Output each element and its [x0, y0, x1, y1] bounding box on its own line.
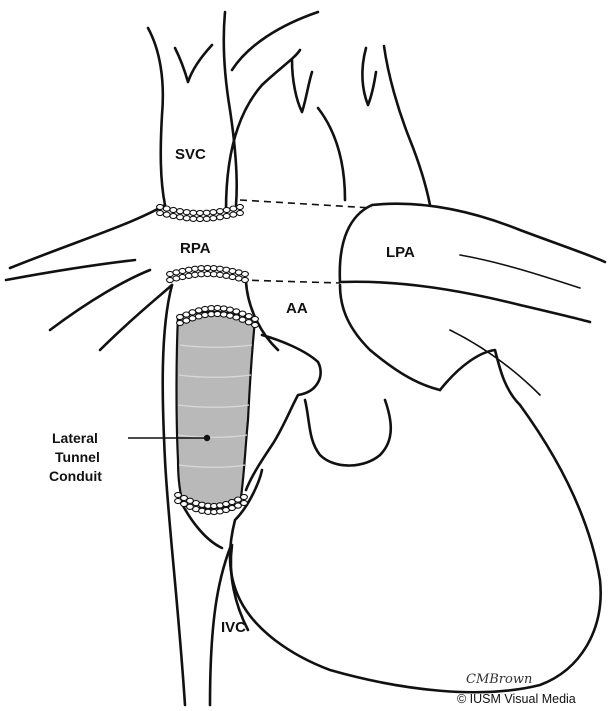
aortic-branch-2	[362, 48, 376, 105]
suture-bead	[190, 216, 197, 221]
suture-bead	[192, 266, 199, 271]
suture-bead	[157, 210, 164, 215]
label-svc: SVC	[175, 146, 206, 163]
suture-bead	[203, 210, 210, 215]
suture-bead	[252, 322, 259, 327]
heart-outline	[230, 405, 601, 692]
lpa-branch-1	[460, 255, 580, 288]
suture-bead	[230, 206, 237, 211]
label-rpa: RPA	[180, 240, 211, 257]
suture-bead	[190, 210, 197, 215]
suture-bead	[252, 316, 259, 321]
suture-bead	[217, 266, 224, 271]
suture-bead	[223, 213, 230, 218]
heart-inner-lower	[231, 545, 248, 630]
label-ivc: IVC	[221, 619, 246, 636]
rpa-upper-left	[10, 205, 165, 268]
suture-bead	[210, 216, 217, 221]
artist-signature: CMBrown	[466, 672, 532, 687]
copyright-text: © IUSM Visual Media	[457, 692, 576, 706]
suture-bead	[241, 500, 248, 505]
suture-bead	[237, 210, 244, 215]
suture-bead	[157, 204, 164, 209]
suture-bead	[203, 216, 210, 221]
label-conduit-line3: Conduit	[49, 468, 102, 484]
suture-bead	[217, 215, 224, 220]
label-lpa: LPA	[386, 244, 415, 261]
suture-bead	[177, 209, 184, 214]
lpa-front	[340, 205, 372, 282]
suture-bead	[179, 274, 186, 279]
lpa-branch-2	[450, 330, 540, 395]
aortic-branch-1	[292, 60, 312, 112]
suture-bead	[242, 271, 249, 276]
suture-bead	[177, 320, 184, 325]
suture-bead	[239, 317, 246, 322]
suture-bead	[163, 212, 170, 217]
aortic-branch-3	[384, 46, 430, 205]
label-conduit-line2: Tunnel	[55, 449, 100, 465]
suture-bead	[170, 207, 177, 212]
heart-upper-right	[440, 350, 520, 405]
suture-bead	[237, 204, 244, 209]
conduit-body	[177, 312, 256, 509]
suture-bead	[241, 494, 248, 499]
suture-bead	[217, 209, 224, 214]
suture-bead	[202, 312, 209, 317]
rpa-branch-left-2	[50, 270, 150, 330]
aorta-right-wall	[318, 108, 345, 200]
suture-bead	[197, 210, 204, 215]
suture-svc	[157, 204, 244, 221]
suture-bead	[210, 210, 217, 215]
suture-bead	[239, 311, 246, 316]
suture-bead	[177, 314, 184, 319]
conduit-leader-dot	[204, 435, 210, 441]
lpa-lower-wall	[340, 282, 590, 322]
rpa-lower-left	[100, 285, 172, 350]
suture-bead	[242, 277, 249, 282]
svc-right-wall	[224, 12, 237, 205]
label-aa: AA	[286, 300, 308, 317]
suture-bead	[202, 306, 209, 311]
suture-bead	[230, 212, 237, 217]
label-conduit-line1: Lateral	[52, 430, 98, 446]
main-pa-contour	[340, 285, 440, 390]
aorta-left-contour	[232, 12, 318, 70]
suture-bead	[183, 216, 190, 221]
suture-bead	[197, 216, 204, 221]
suture-bead	[223, 207, 230, 212]
svc-notch	[175, 45, 212, 82]
dashed-line-lower	[240, 280, 340, 283]
suture-bead	[192, 272, 199, 277]
suture-rpa	[167, 265, 249, 282]
suture-bead	[179, 268, 186, 273]
appendage	[246, 335, 321, 490]
dashed-line-upper	[240, 200, 372, 208]
suture-bead	[183, 210, 190, 215]
svc-left-wall	[148, 28, 165, 205]
left-atrium-bulge	[305, 400, 391, 466]
suture-bead	[170, 213, 177, 218]
suture-bead	[163, 206, 170, 211]
suture-bead	[177, 215, 184, 220]
suture-bead	[217, 272, 224, 277]
